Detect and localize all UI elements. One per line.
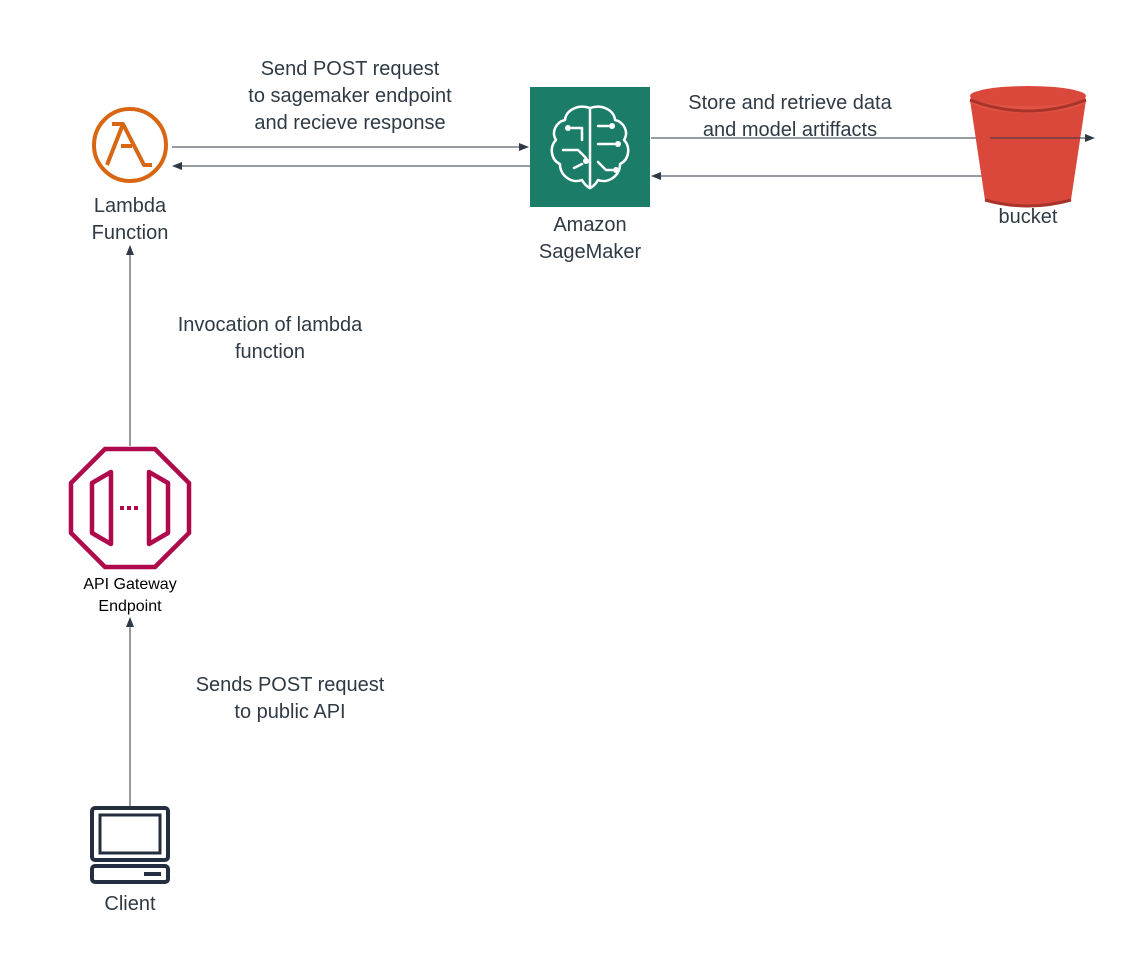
sagemaker-label-line-1: Amazon (553, 214, 627, 236)
sagemaker-brain-icon (530, 87, 650, 207)
sagemaker-label-line-2: SageMaker (538, 241, 642, 263)
edge-label-sagemaker-bucket-line-1: Store and retrieve data (688, 92, 892, 114)
lambda-label: Lambda Function (60, 193, 200, 247)
lambda-icon (92, 107, 168, 183)
edge-label-sagemaker-bucket: Store and retrieve data and model artiff… (665, 90, 915, 144)
lambda-label-line-1: Lambda (93, 195, 167, 217)
client-computer-icon (90, 806, 170, 884)
edge-label-lambda-sagemaker-line-3: and recieve response (254, 112, 446, 134)
edge-label-lambda-sagemaker-line-1: Send POST request (260, 58, 440, 80)
api-gateway-label-line-2: Endpoint (98, 598, 162, 615)
api-gateway-icon (68, 446, 192, 570)
edge-label-api-lambda-line-2: function (234, 341, 306, 363)
s3-bucket-icon (969, 86, 1095, 208)
edge-label-api-lambda-line-1: Invocation of lambda (177, 314, 363, 336)
edge-label-client-api-line-1: Sends POST request (195, 674, 385, 696)
bucket-label: bucket (968, 204, 1088, 231)
edge-label-lambda-sagemaker: Send POST request to sagemaker endpoint … (225, 56, 475, 137)
edge-label-api-lambda: Invocation of lambda function (145, 312, 395, 366)
api-gateway-label-line-1: API Gateway (83, 576, 177, 593)
edge-label-sagemaker-bucket-line-2: and model artiffacts (702, 119, 878, 141)
client-label-line-1: Client (104, 893, 156, 915)
edge-label-client-api-line-2: to public API (234, 701, 346, 723)
lambda-label-line-2: Function (91, 222, 169, 244)
bucket-label-line-1: bucket (998, 206, 1058, 228)
sagemaker-label: Amazon SageMaker (510, 212, 670, 266)
edge-label-client-api: Sends POST request to public API (165, 672, 415, 726)
client-label: Client (70, 891, 190, 918)
api-gateway-label: API Gateway Endpoint (55, 574, 205, 618)
edge-label-lambda-sagemaker-line-2: to sagemaker endpoint (248, 85, 452, 107)
